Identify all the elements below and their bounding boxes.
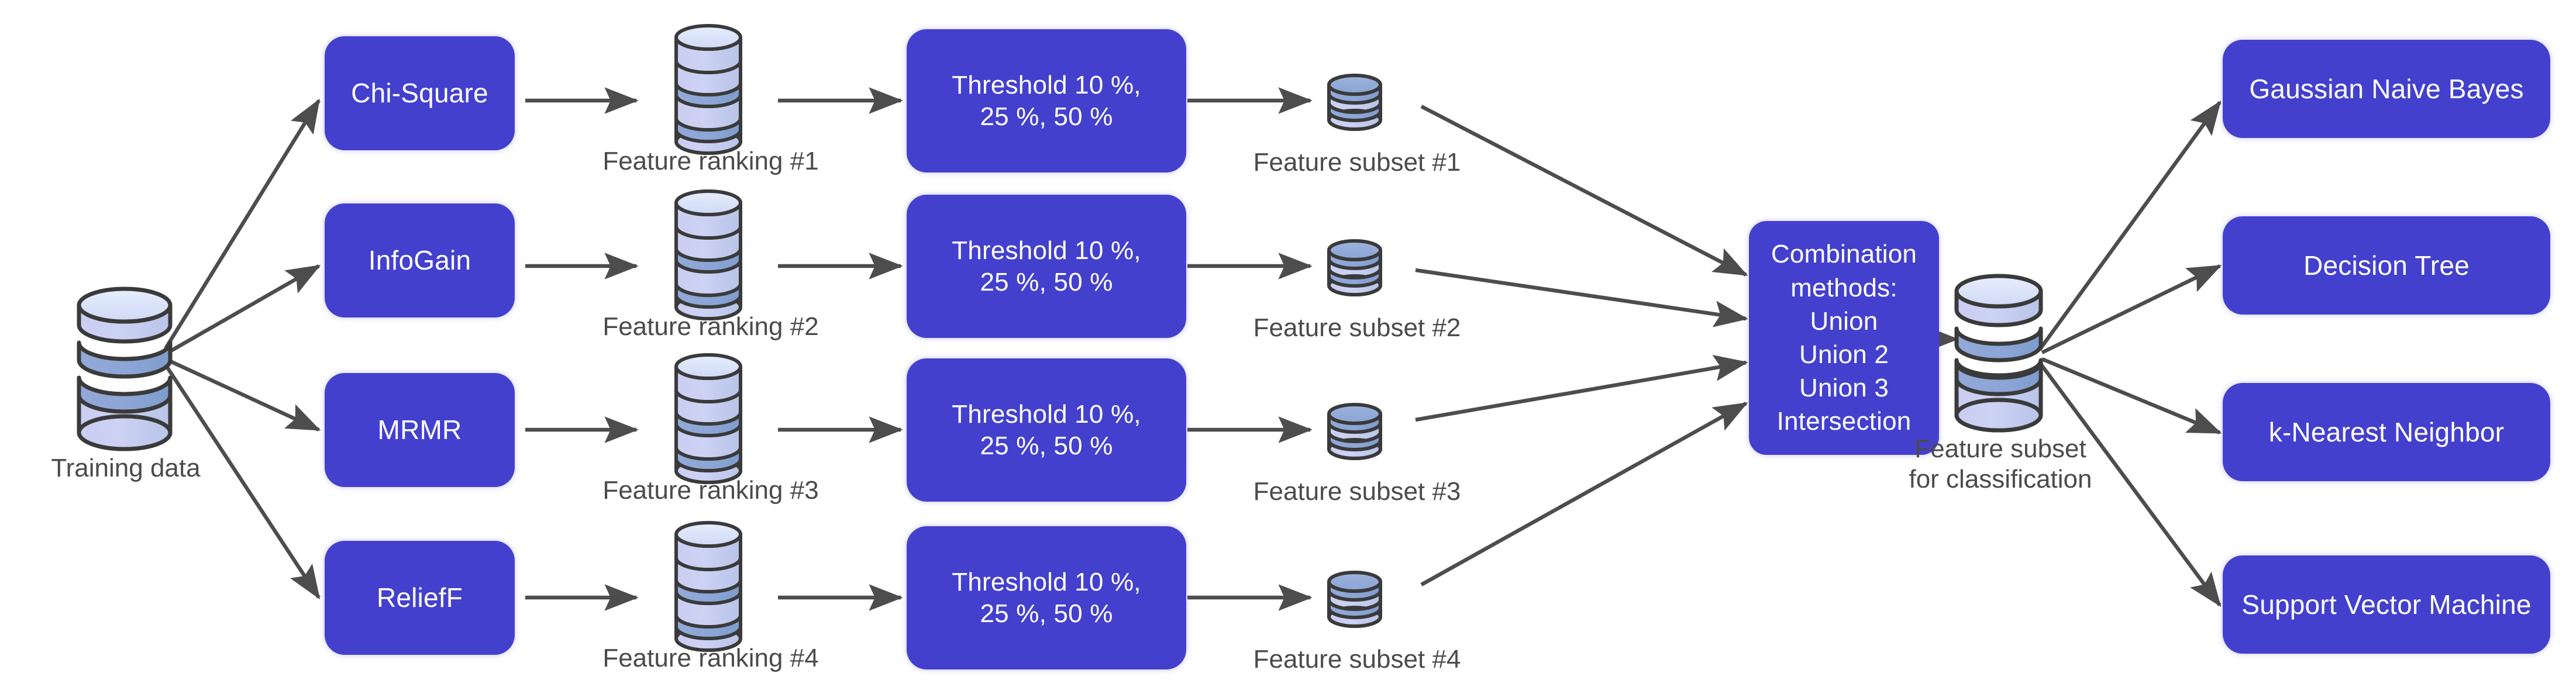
arrow-group-subset-to-combination bbox=[1415, 105, 1748, 586]
arrow-group-threshold-to-subset bbox=[1187, 87, 1313, 611]
threshold-line-1: Threshold 10 %, bbox=[952, 70, 1141, 99]
combination-heading-line-2: methods: bbox=[1790, 273, 1897, 302]
database-icon-training-data bbox=[77, 286, 173, 451]
threshold-line-2: 25 %, 50 % bbox=[980, 102, 1113, 131]
final-feature-subset-label-line-1: Feature subset bbox=[1914, 434, 2086, 463]
selector-box-chi-square[interactable]: Chi-Square bbox=[325, 36, 515, 150]
selector-label: MRMR bbox=[377, 415, 462, 446]
feature-subset-2-label: Feature subset #2 bbox=[1253, 313, 1461, 342]
threshold-box-1[interactable]: Threshold 10 %, 25 %, 50 % bbox=[907, 29, 1186, 172]
database-icon-feature-subset-3 bbox=[1327, 403, 1382, 460]
classifier-box-k-nearest-neighbor[interactable]: k-Nearest Neighbor bbox=[2223, 383, 2550, 481]
classifier-label: Decision Tree bbox=[2303, 250, 2470, 281]
arrow-group-source-fanout bbox=[164, 98, 321, 600]
feature-ranking-1-label: Feature ranking #1 bbox=[602, 147, 819, 175]
database-icon-feature-subset-2 bbox=[1327, 239, 1382, 296]
selector-label: Chi-Square bbox=[351, 78, 488, 109]
threshold-box-2[interactable]: Threshold 10 %, 25 %, 50 % bbox=[907, 195, 1186, 338]
combination-method-union-3: Union 3 bbox=[1799, 374, 1889, 403]
selector-label: ReliefF bbox=[376, 582, 463, 613]
feature-ranking-2-label: Feature ranking #2 bbox=[602, 312, 819, 341]
database-icon-feature-ranking-1 bbox=[674, 24, 742, 155]
combination-methods-box[interactable]: Combination methods: Union Union 2 Union… bbox=[1749, 221, 1939, 455]
database-icon-feature-ranking-2 bbox=[674, 189, 742, 320]
combination-method-union: Union bbox=[1810, 306, 1878, 336]
database-icon-feature-ranking-3 bbox=[674, 353, 742, 484]
arrow-group-final-to-classifiers bbox=[2038, 100, 2222, 607]
classifier-box-gaussian-naive-bayes[interactable]: Gaussian Naive Bayes bbox=[2223, 40, 2550, 138]
threshold-line-2: 25 %, 50 % bbox=[980, 599, 1113, 628]
selector-box-mrmr[interactable]: MRMR bbox=[325, 373, 515, 487]
database-icon-feature-subset-1 bbox=[1327, 74, 1382, 131]
feature-subset-1-label: Feature subset #1 bbox=[1253, 148, 1461, 177]
classifier-box-support-vector-machine[interactable]: Support Vector Machine bbox=[2223, 555, 2550, 654]
feature-ranking-4-label: Feature ranking #4 bbox=[602, 644, 819, 672]
database-icon-final-feature-subset bbox=[1954, 274, 2043, 433]
threshold-box-3[interactable]: Threshold 10 %, 25 %, 50 % bbox=[907, 358, 1186, 502]
combination-heading-line-1: Combination bbox=[1771, 240, 1917, 269]
classifier-box-decision-tree[interactable]: Decision Tree bbox=[2223, 216, 2550, 315]
threshold-line-1: Threshold 10 %, bbox=[952, 567, 1141, 596]
classifier-label: k-Nearest Neighbor bbox=[2268, 416, 2505, 447]
selector-box-infogain[interactable]: InfoGain bbox=[325, 203, 515, 317]
arrow-group-selector-to-ranking bbox=[525, 87, 639, 611]
feature-subset-4-label: Feature subset #4 bbox=[1253, 645, 1461, 674]
threshold-box-4[interactable]: Threshold 10 %, 25 %, 50 % bbox=[907, 526, 1186, 669]
database-icon-feature-subset-4 bbox=[1327, 571, 1382, 628]
combination-method-intersection: Intersection bbox=[1776, 407, 1912, 436]
classifier-label: Gaussian Naive Bayes bbox=[2249, 73, 2524, 104]
training-data-label: Training data bbox=[51, 454, 201, 482]
feature-ranking-3-label: Feature ranking #3 bbox=[602, 476, 819, 505]
classifier-label: Support Vector Machine bbox=[2241, 589, 2532, 620]
selector-box-relieff[interactable]: ReliefF bbox=[325, 541, 515, 655]
feature-subset-3-label: Feature subset #3 bbox=[1253, 477, 1461, 506]
arrow-group-ranking-to-threshold bbox=[778, 87, 903, 611]
combination-method-union-2: Union 2 bbox=[1799, 340, 1889, 369]
threshold-line-1: Threshold 10 %, bbox=[952, 236, 1141, 265]
final-feature-subset-label-line-2: for classification bbox=[1909, 465, 2092, 493]
threshold-line-2: 25 %, 50 % bbox=[980, 431, 1113, 460]
selector-label: InfoGain bbox=[368, 245, 471, 276]
threshold-line-1: Threshold 10 %, bbox=[952, 399, 1141, 429]
threshold-line-2: 25 %, 50 % bbox=[980, 267, 1113, 296]
database-icon-feature-ranking-4 bbox=[674, 521, 742, 652]
